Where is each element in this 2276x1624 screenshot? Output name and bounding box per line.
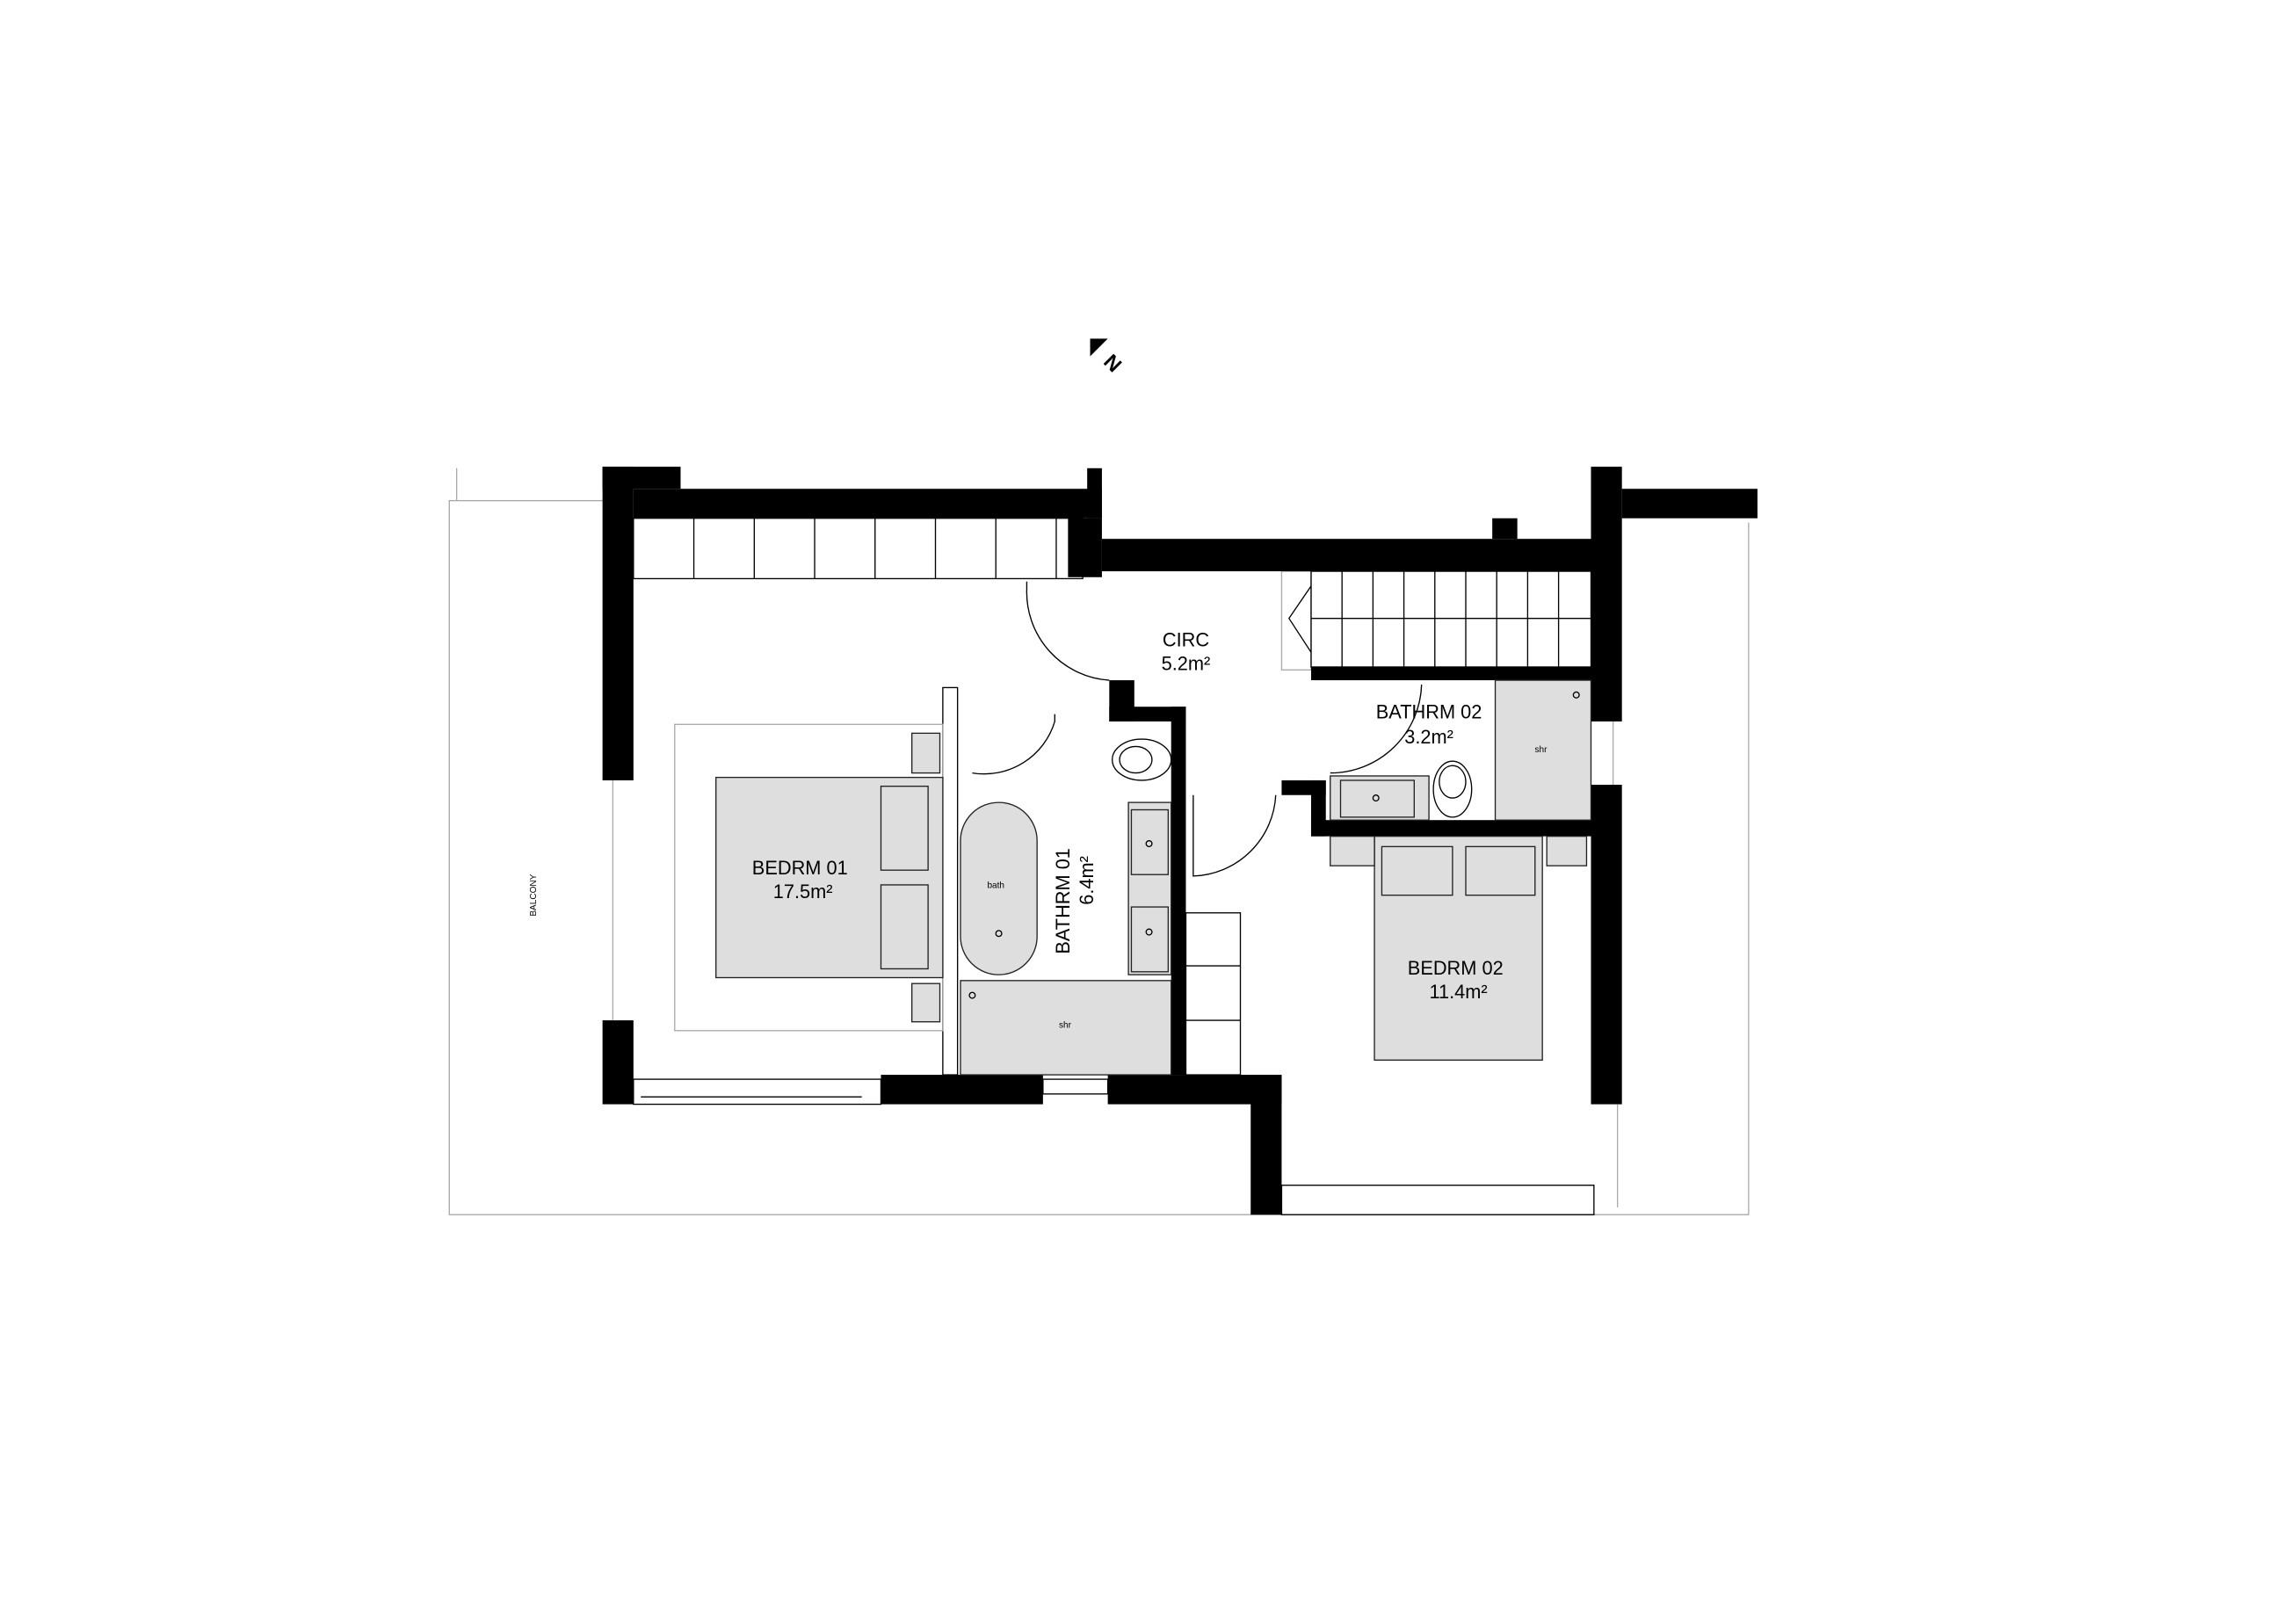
room-label-bathrm01: BATHRM 01 xyxy=(1052,848,1074,954)
room-label-circ: CIRC xyxy=(1163,629,1209,651)
stairs-right xyxy=(1280,570,1592,671)
fixture-shower-1: shr xyxy=(1059,1020,1072,1030)
room-area-bedrm01: 17.5m² xyxy=(773,881,833,903)
north-label: N xyxy=(1099,350,1126,376)
bed-01 xyxy=(674,723,944,1032)
balcony-outline xyxy=(448,468,1750,1215)
bathroom-02-fixtures xyxy=(1330,679,1592,821)
room-area-bathrm01: 6.4m² xyxy=(1076,856,1098,905)
walls xyxy=(602,467,1758,1215)
north-arrow-icon: N xyxy=(1090,338,1126,376)
windows xyxy=(612,721,1619,1215)
room-label-bedrm02: BEDRM 02 xyxy=(1408,957,1504,979)
room-label-bedrm01: BEDRM 01 xyxy=(752,857,848,879)
storage-shelves xyxy=(1185,912,1242,1076)
room-label-bathrm02: BATHRM 02 xyxy=(1376,701,1482,723)
fixture-bath: bath xyxy=(987,881,1004,890)
bathroom-01-fixtures xyxy=(960,738,1172,1076)
doors[interactable] xyxy=(972,581,1423,877)
room-area-bathrm02: 3.2m² xyxy=(1404,726,1453,748)
balcony-label: BALCONY xyxy=(529,874,539,916)
stairs-left xyxy=(633,518,1084,580)
room-area-circ: 5.2m² xyxy=(1162,652,1211,674)
bed-02 xyxy=(1330,835,1588,1061)
room-area-bedrm02: 11.4m² xyxy=(1430,981,1488,1003)
fixture-shower-2: shr xyxy=(1535,745,1548,755)
